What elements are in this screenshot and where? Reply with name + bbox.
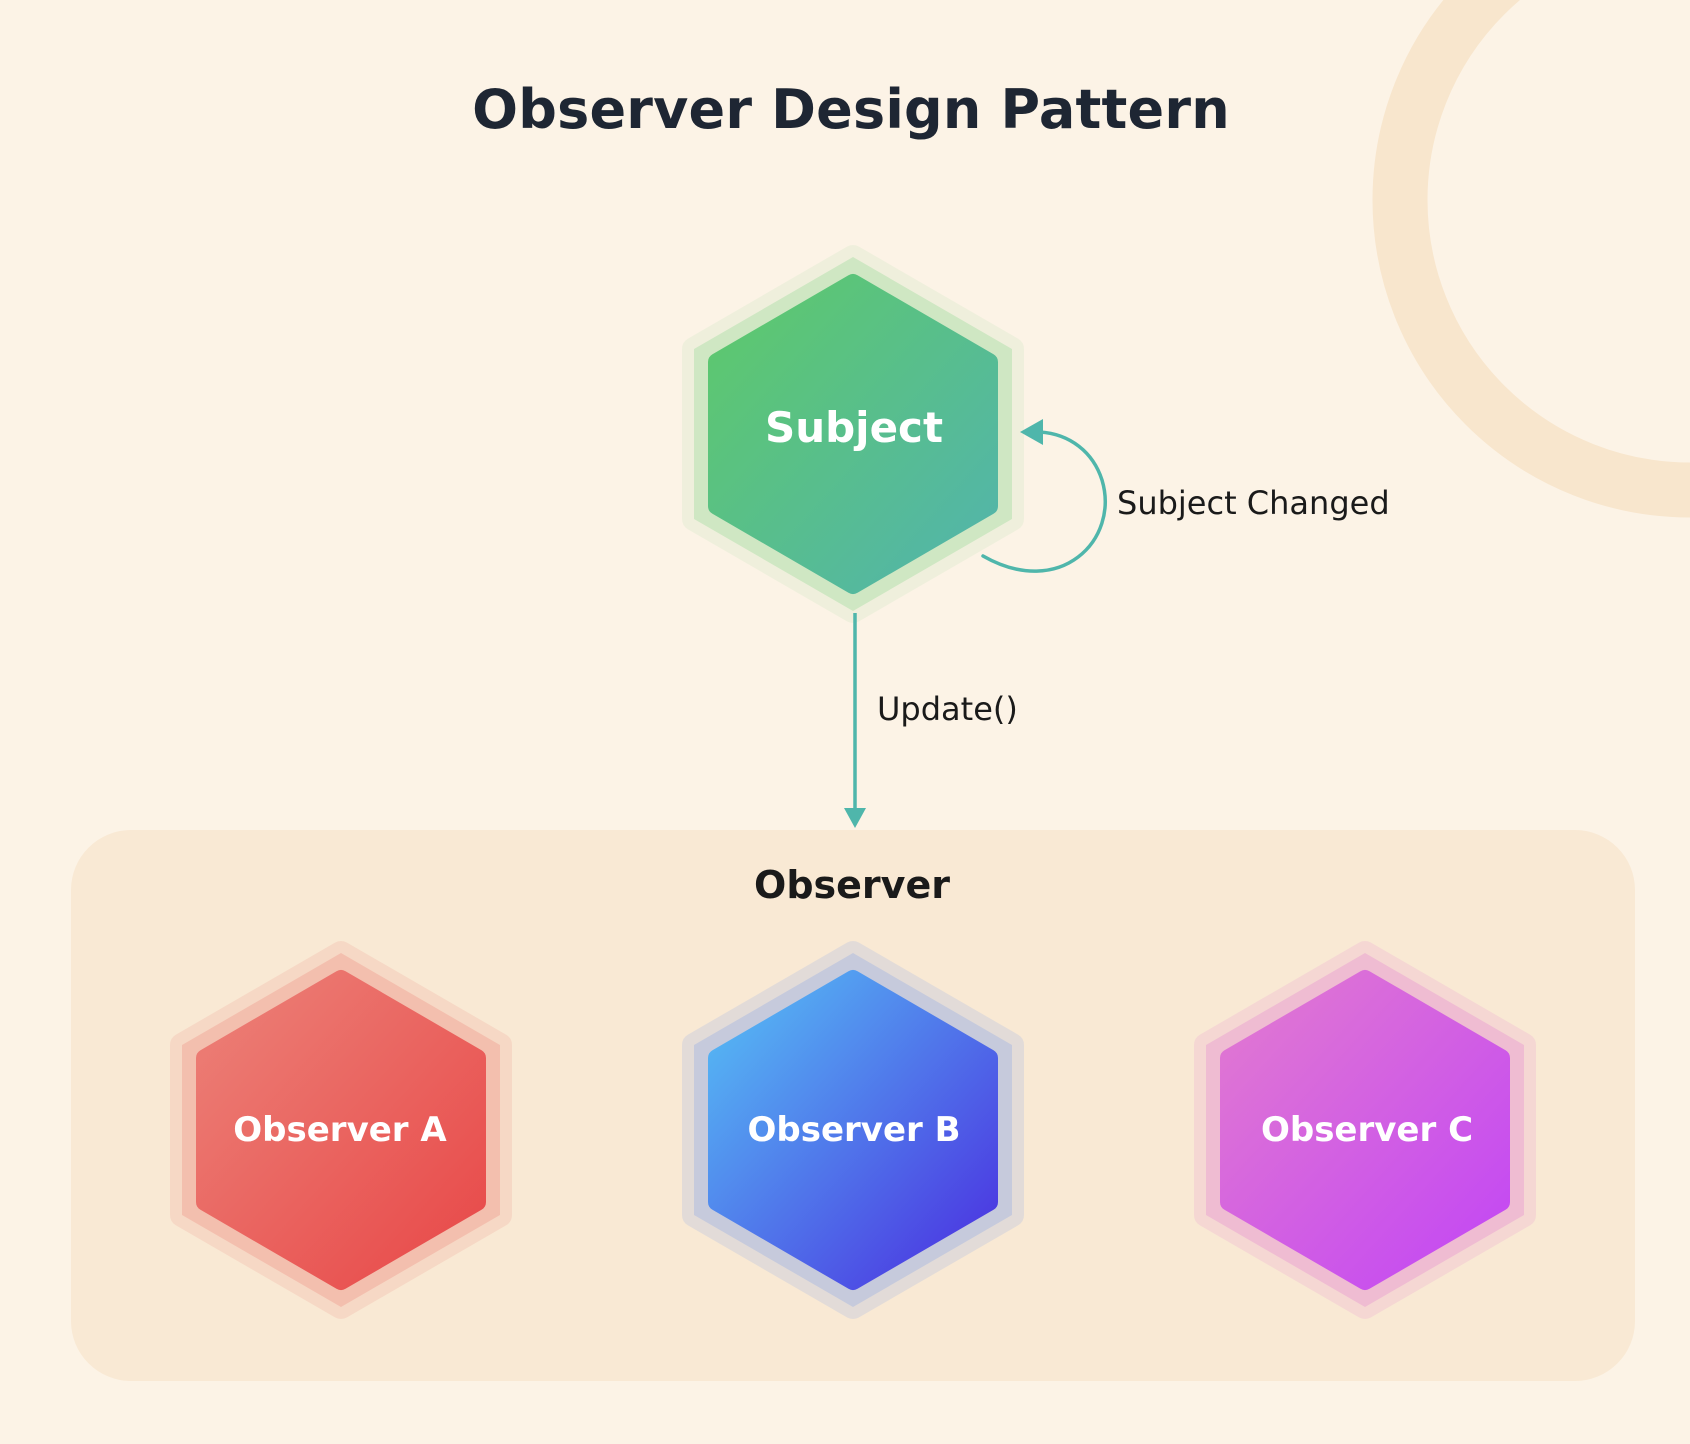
update-label: Update() [877,690,1018,728]
observer-group-label: Observer [754,863,950,907]
page-title: Observer Design Pattern [472,78,1230,141]
observer-a-label: Observer A [233,1110,447,1150]
subject-node [682,245,1024,623]
subject-changed-label: Subject Changed [1117,484,1390,522]
observer-c-label: Observer C [1260,1110,1474,1150]
subject-label: Subject [764,403,944,452]
subject-changed-loop-arrow [981,419,1107,573]
observer-a-node [170,941,512,1319]
decorative-ring [1372,0,1690,518]
observer-b-label: Observer B [747,1110,961,1150]
update-arrow [844,613,866,828]
observer-c-node [1194,941,1536,1319]
observer-b-node [682,941,1024,1319]
